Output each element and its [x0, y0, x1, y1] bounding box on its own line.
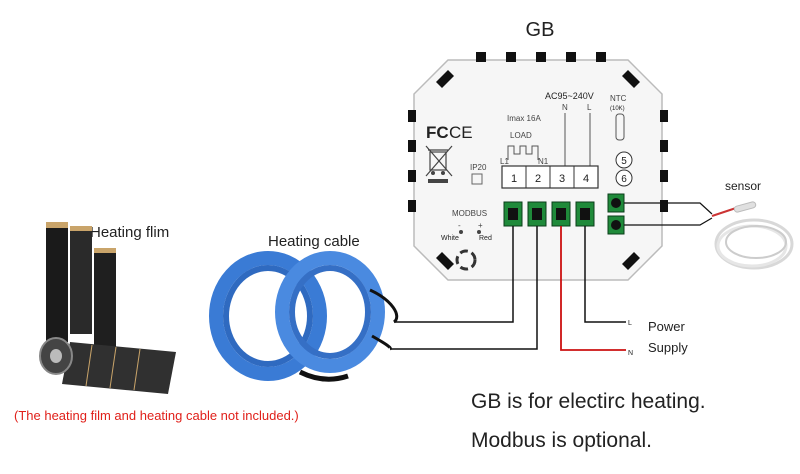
terminal-4: 4: [583, 173, 589, 185]
load-symbol: [507, 145, 539, 160]
ip20-box: [471, 173, 483, 185]
modbus-label: MODBUS: [452, 209, 487, 218]
terminal-5: 5: [621, 156, 627, 167]
ce-logo: CE: [449, 123, 473, 142]
screw-terminals: [503, 193, 625, 235]
device-model-title: GB: [526, 19, 555, 41]
ip-rating: IP20: [470, 163, 487, 172]
terminal-block: 1 2 3 4: [501, 165, 599, 189]
modbus-white: White: [441, 235, 459, 242]
terminal-3: 3: [559, 173, 565, 185]
fc-logo: FC: [426, 123, 449, 142]
ntc-sub-label: (10K): [610, 106, 625, 112]
wire-n-label: N: [628, 350, 633, 357]
heating-cable-label: Heating cable: [268, 233, 360, 250]
terminal-6-circle: [615, 169, 633, 187]
terminal-5-circle: [615, 151, 633, 169]
voltage-rating: AC95~240V: [545, 91, 594, 101]
note-line-2: Modbus is optional.: [471, 429, 652, 452]
modbus-plus-pin: [477, 230, 481, 234]
note-line-1: GB is for electirc heating.: [471, 390, 706, 413]
heating-cable-illustration: [209, 251, 399, 382]
modbus-minus-pin: [459, 230, 463, 234]
power-label: Power: [648, 319, 686, 334]
modbus-minus: -: [458, 221, 461, 230]
modbus-connector-icon: [455, 249, 477, 271]
sensor-label: sensor: [725, 179, 761, 193]
terminal-1: 1: [511, 173, 517, 185]
heating-film-label: Heating flim: [90, 224, 169, 241]
imax-rating: Imax 16A: [507, 114, 541, 123]
wire-l-label: L: [628, 320, 632, 327]
weee-bin-icon: [425, 145, 453, 183]
not-included-note: (The heating film and heating cable not …: [14, 408, 299, 423]
terminal-label-n1: N1: [538, 157, 549, 166]
modbus-red: Red: [479, 235, 492, 242]
l-label-top: L: [587, 103, 592, 112]
terminal-2: 2: [535, 173, 541, 185]
ntc-label: NTC: [610, 94, 627, 103]
load-label: LOAD: [510, 131, 532, 140]
heating-film-illustration: [39, 222, 176, 394]
sensor-wires: [624, 202, 713, 226]
sensor-coil-illustration: [711, 201, 794, 270]
n-label-top: N: [562, 103, 568, 112]
modbus-plus: +: [478, 221, 483, 230]
terminal-6: 6: [621, 174, 627, 185]
terminal-label-l1: L1: [500, 157, 509, 166]
ntc-probe-icon: [615, 113, 625, 141]
supply-label: Supply: [648, 340, 688, 355]
load-wires: [390, 226, 626, 351]
